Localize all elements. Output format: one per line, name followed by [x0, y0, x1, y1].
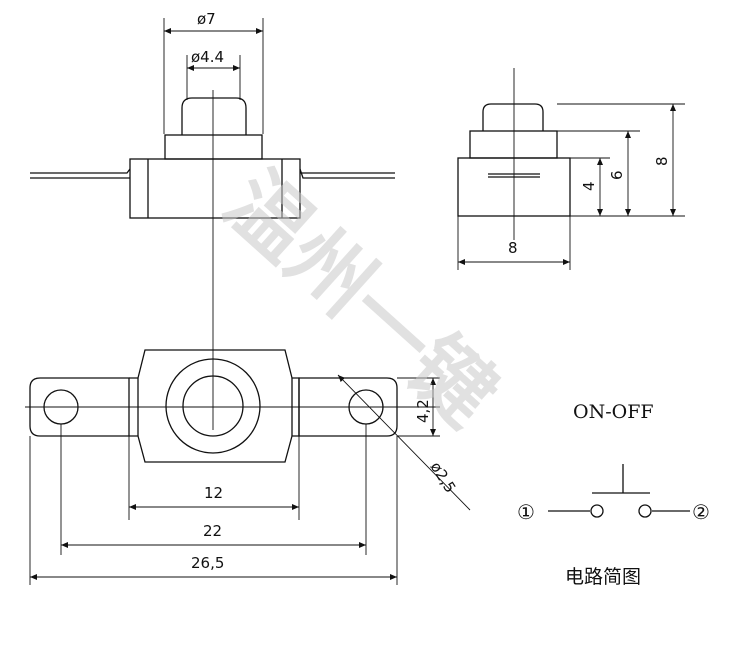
terminal-2: ② — [692, 500, 710, 524]
dim-overall-length: 26,5 — [191, 554, 224, 572]
dim-hole-spacing: 22 — [203, 522, 222, 540]
dim-height-base: 4 — [580, 181, 598, 191]
dim-body-width: 12 — [204, 484, 223, 502]
dim-height-total: 8 — [653, 156, 671, 166]
side-view: 4 6 8 8 — [457, 68, 685, 270]
dim-tab-height: 4,2 — [414, 399, 432, 423]
dim-inner-dia: ø4.4 — [191, 48, 224, 66]
dim-hole-dia: ø2,5 — [427, 459, 460, 497]
circuit-caption: 电路简图 — [565, 566, 641, 588]
top-view: ø7 ø4.4 — [30, 10, 395, 430]
circuit-title: ON-OFF — [573, 401, 654, 423]
bottom-view: 4,2 ø2,5 12 22 26,5 — [25, 349, 471, 585]
circuit-diagram: ON-OFF ① ② 电路简图 — [517, 401, 710, 588]
dim-width: 8 — [508, 239, 518, 257]
dim-height-body: 6 — [608, 170, 626, 180]
dim-outer-dia: ø7 — [197, 10, 216, 28]
terminal-1: ① — [517, 500, 535, 524]
watermark: 温州一键 — [207, 154, 514, 444]
